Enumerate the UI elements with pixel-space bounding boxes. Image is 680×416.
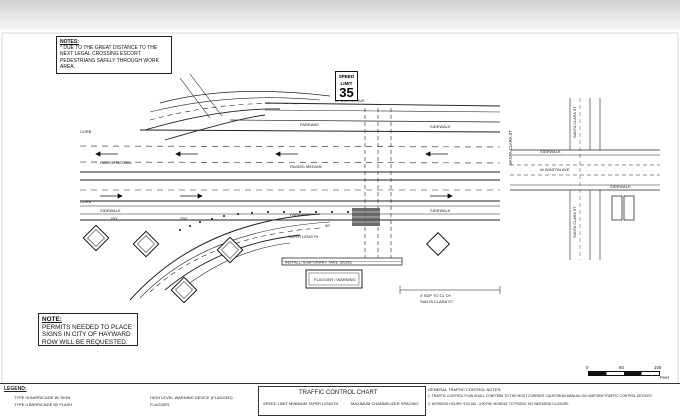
median-label-2: RAISED MEDIAN bbox=[290, 164, 322, 169]
speed-sign-number: 35 bbox=[339, 85, 354, 100]
work-area-hatch bbox=[352, 208, 380, 226]
parkway-label-2: PARKWAY bbox=[290, 212, 310, 217]
legend-item-1: TYPE III BARRICADE W/ SIGN bbox=[14, 395, 71, 400]
parkway-label-1: PARKWAY bbox=[300, 122, 320, 127]
bottom-notes-text: PERMITS NEEDED TO PLACE SIGNS IN CITY OF… bbox=[42, 323, 132, 346]
sidewalk-label-1: SIDEWALK bbox=[430, 124, 451, 129]
santa-clara-road bbox=[364, 108, 392, 258]
top-notes-heading: NOTES: bbox=[60, 39, 79, 45]
install-signs-label: INSTALL TEMPORARY TAKE SIGNS bbox=[285, 260, 352, 265]
median-label-1: RAISED MEDIAN bbox=[100, 160, 132, 165]
santa-clara-bottom-label: SANTA CLARA ST bbox=[420, 299, 454, 304]
inset-sign bbox=[611, 195, 623, 221]
scale-zero: 0 bbox=[586, 365, 589, 370]
legend-item-4: FLAGGER bbox=[150, 402, 170, 407]
chart-col-taper: MINIMUM TAPER LENGTH bbox=[289, 401, 339, 406]
flagger-box bbox=[305, 269, 363, 289]
direction-arrows bbox=[95, 151, 453, 199]
traffic-control-plan-drawing: W WINTON AVE SIDEWALK PARKWAY RAISED MED… bbox=[1, 32, 679, 415]
xsdp-label: X SDP TO CL OY bbox=[420, 293, 452, 298]
sidewalk-inset-label-2: SIDEWALK bbox=[540, 149, 561, 154]
warning-sign-3 bbox=[216, 236, 244, 264]
upper-ramp-road bbox=[144, 73, 331, 141]
speed-sign-word2: LIMIT bbox=[340, 81, 353, 86]
traffic-control-chart: TRAFFIC CONTROL CHART SPEED LIMIT MINIMU… bbox=[258, 386, 426, 416]
scale-hundred: 100 bbox=[654, 365, 662, 370]
santa-clara-main-label: SANTA CLARA ST bbox=[508, 130, 513, 165]
top-notes-box: NOTES: * DUE TO THE GREAT DISTANCE TO TH… bbox=[56, 36, 172, 74]
winton-inset-label: W WINTON AVE bbox=[540, 167, 570, 172]
legend-item-3: HIGH LEVEL WARNING DEVICE (FLAGGED) bbox=[150, 395, 233, 400]
dimension-line bbox=[399, 286, 501, 294]
inset-intersection-map bbox=[510, 98, 660, 260]
viewer-top-bar bbox=[0, 0, 680, 30]
chart-col-spacing: MAXIMUM CHANNELIZER SPACING bbox=[351, 401, 419, 406]
plan-sheet: W WINTON AVE SIDEWALK PARKWAY RAISED MED… bbox=[0, 30, 680, 415]
warning-sign-2 bbox=[132, 230, 160, 258]
legend-heading: LEGEND: bbox=[4, 386, 27, 392]
warning-sign-5 bbox=[425, 231, 451, 257]
chart-title: TRAFFIC CONTROL CHART bbox=[299, 390, 378, 396]
scale-bar bbox=[588, 371, 660, 376]
flagger-box-label: FLAGGER / WARNING bbox=[314, 277, 356, 282]
channelizer-dots bbox=[179, 211, 349, 231]
top-notes-text: * DUE TO THE GREAT DISTANCE TO THE NEXT … bbox=[60, 45, 159, 70]
sidewalk-inset-label: SIDEWALK bbox=[610, 184, 631, 189]
bottom-notes-heading: NOTE: bbox=[42, 316, 62, 323]
dim-150-label: 150' bbox=[110, 216, 118, 221]
curb-label-2: CURB bbox=[80, 199, 92, 204]
dim-50-label: 50' bbox=[325, 223, 330, 228]
general-note-1: 1. TRAFFIC CONTROL PLAN SHALL CONFORM TO… bbox=[428, 394, 652, 398]
santa-clara-inset-bottom-label: SANTA CLARA ST bbox=[573, 206, 577, 238]
bottom-notes-box: NOTE: PERMITS NEEDED TO PLACE SIGNS IN C… bbox=[38, 313, 138, 346]
general-note-2: 2. WORKING HOURS: 9:00 AM - 3:00 PM, MON… bbox=[428, 402, 570, 406]
legend-item-2: TYPE II BARRICADE W/ FLASH bbox=[14, 402, 73, 407]
speed-limit-sign: SPEED LIMIT 35 bbox=[335, 71, 358, 101]
winton-ave-road bbox=[79, 102, 501, 221]
scale-unit: Feet bbox=[660, 375, 669, 380]
general-notes-title: GENERAL TRAFFIC CONTROL NOTES: bbox=[428, 387, 502, 392]
warning-sign-1 bbox=[82, 224, 110, 252]
dim-250-label: 250' bbox=[180, 216, 188, 221]
santa-clara-inset-top-label: SANTA CLARA ST bbox=[573, 106, 577, 138]
taper-label: TAPER LENGTH bbox=[288, 234, 318, 239]
speed-sign-word1: SPEED bbox=[338, 74, 355, 79]
warning-sign-4 bbox=[170, 276, 198, 304]
scale-fifty: 50 bbox=[619, 365, 624, 370]
curb-label-1: CURB bbox=[80, 129, 92, 134]
chart-col-speed: SPEED LIMIT bbox=[263, 401, 288, 406]
title-block: LEGEND: TYPE III BARRICADE W/ SIGN TYPE … bbox=[0, 383, 680, 416]
sidewalk-label-2: SIDEWALK bbox=[100, 208, 121, 213]
inset-sign-2 bbox=[623, 195, 635, 221]
sidewalk-label-3: SIDEWALK bbox=[430, 208, 451, 213]
